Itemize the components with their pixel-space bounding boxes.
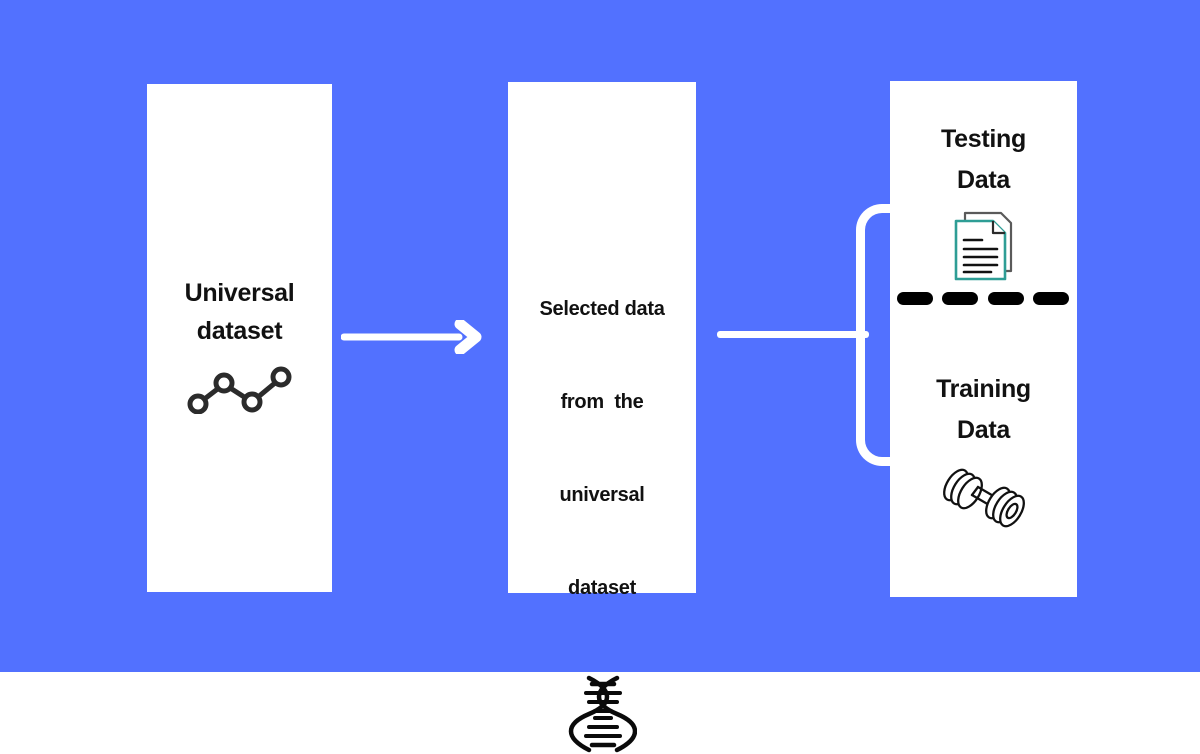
training-title-line-1: Training [936, 375, 1031, 403]
selected-content: Selected data from the universal dataset [508, 232, 696, 754]
panel-split-data: Testing Data [890, 81, 1077, 597]
left-bracket-icon [856, 204, 900, 466]
training-data-section: Training Data [890, 369, 1077, 537]
panel-selected-data: Selected data from the universal dataset [508, 82, 696, 753]
dumbbell-icon [890, 459, 1077, 537]
right-arrow-icon [341, 320, 483, 354]
selected-title: Selected data from the universal dataset [508, 232, 696, 666]
divider-dash [942, 291, 979, 305]
line-chart-icon [147, 364, 332, 414]
testing-title: Testing Data [890, 119, 1077, 201]
selected-title-line-3: universal [559, 484, 645, 506]
divider-dash [987, 291, 1024, 305]
training-title-line-2: Data [957, 416, 1010, 444]
documents-icon [890, 209, 1077, 283]
selected-title-line-2: from the [560, 391, 644, 413]
testing-title-line-2: Data [957, 166, 1010, 194]
testing-title-line-1: Testing [941, 125, 1026, 153]
universal-content: Universal dataset [147, 274, 332, 414]
testing-data-section: Testing Data [890, 119, 1077, 283]
panel-universal-dataset: Universal dataset [147, 84, 332, 592]
training-title: Training Data [890, 369, 1077, 451]
divider-dash [897, 291, 933, 305]
universal-title-line-2: dataset [196, 317, 283, 345]
universal-title-line-1: Universal [184, 279, 295, 307]
selected-title-line-4: dataset [568, 577, 636, 599]
selected-title-line-1: Selected data [539, 298, 665, 320]
connector-line [717, 331, 869, 338]
split-divider [897, 291, 1069, 305]
dna-helix-icon [508, 674, 696, 754]
universal-title: Universal dataset [147, 274, 332, 350]
divider-dash [1032, 291, 1069, 305]
